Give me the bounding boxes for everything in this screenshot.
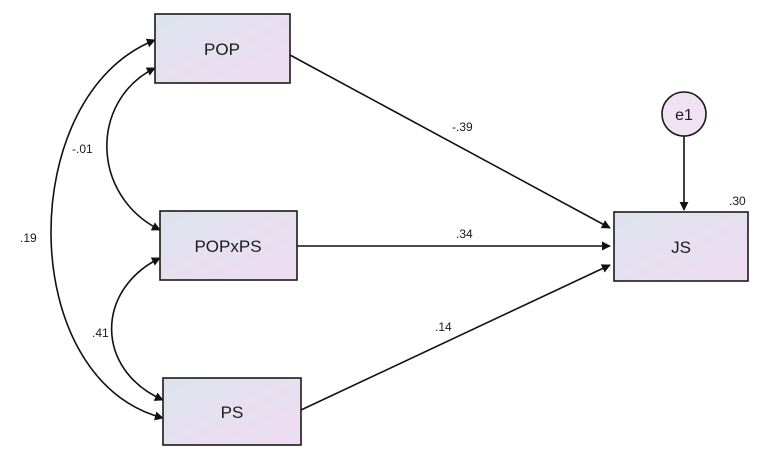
node-js-label: JS: [671, 238, 691, 257]
error-term-e1: e1: [661, 91, 707, 137]
path-ps-to-js: [300, 264, 611, 411]
node-popxps-label: POPxPS: [194, 237, 261, 256]
node-js: JS: [613, 211, 749, 282]
path-pop-to-js: [289, 54, 611, 229]
coef-pop-ps: .19: [20, 231, 37, 245]
coef-pop-js: -.39: [452, 120, 473, 134]
covariance-popxps-ps: [110, 257, 164, 401]
covariance-pop-popxps: [106, 67, 161, 231]
node-pop-label: POP: [204, 40, 240, 59]
r-squared-js: .30: [729, 194, 746, 208]
node-pop: POP: [154, 13, 291, 84]
coef-popxps-js: .34: [456, 227, 473, 241]
node-ps-label: PS: [221, 403, 244, 422]
coef-ps-js: .14: [435, 320, 452, 334]
node-popxps: POPxPS: [159, 210, 298, 281]
coef-popxps-ps: .41: [92, 326, 109, 340]
coef-pop-popxps: -.01: [72, 142, 93, 156]
covariance-pop-ps: [50, 38, 164, 421]
node-ps: PS: [162, 377, 302, 446]
error-term-e1-label: e1: [675, 107, 693, 124]
